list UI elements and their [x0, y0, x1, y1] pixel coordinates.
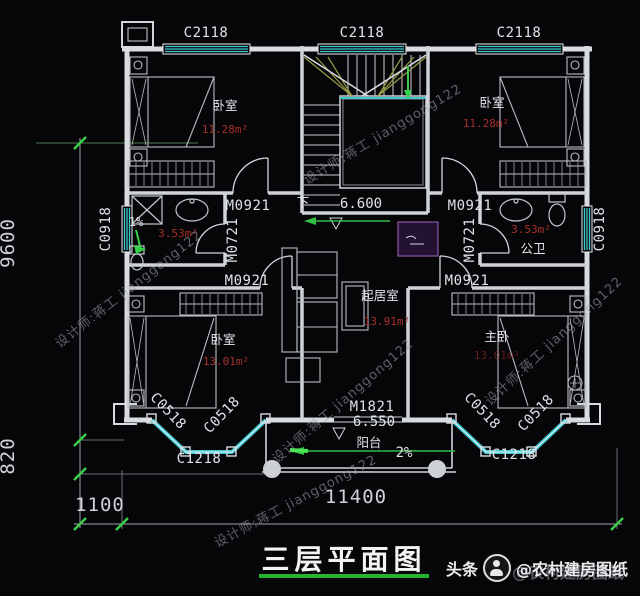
area-living: 13.91m² [364, 315, 410, 328]
area-bedroom-br: 13.01m² [474, 349, 520, 362]
door-label-m0721-left: M0721 [225, 218, 241, 263]
slope-bath-left: 1% [129, 215, 144, 229]
balcony-label: 阳台 [356, 435, 381, 450]
window-label-c0518-lb: C0518 [201, 394, 244, 437]
stairs-down-arrow [404, 90, 412, 100]
balcony-column-left [263, 460, 281, 478]
window-symbols [121, 43, 593, 253]
bathroom-left-fixtures [129, 195, 209, 271]
area-bedroom-tr: 11.28m² [463, 117, 509, 130]
dim-depth-total: 9600 [0, 218, 19, 268]
window-label-c1218-left: C1218 [177, 451, 222, 467]
window-label-c0918-right: C0918 [592, 207, 608, 252]
door-label-m0921-tr: M0921 [448, 198, 493, 214]
chimney [121, 21, 154, 48]
drawing-title: 三层平面图 [261, 543, 427, 576]
balcony-slab [262, 416, 456, 473]
bedroom-tl-furniture [127, 56, 215, 188]
avatar-head [493, 560, 501, 567]
room-label-bedroom-br: 主卧 [484, 329, 509, 344]
window-label-c2118-left: C2118 [184, 25, 229, 41]
door-label-m0921-tl: M0921 [226, 198, 271, 214]
balcony-slope-label: 2% [396, 445, 413, 461]
outer-walls [122, 46, 592, 423]
window-label-c2118-center: C2118 [340, 25, 385, 41]
avatar-body [490, 569, 504, 576]
dimension-lines [36, 138, 622, 529]
stair-level-mark [304, 217, 390, 231]
footer-credit: 头条 @农村建房图纸 @农村建房图纸 [446, 554, 628, 582]
door-label-m1821: M1821 [350, 399, 395, 415]
footer-account-wrap: @农村建房图纸 @农村建房图纸 [512, 556, 629, 582]
bedroom-tr-furniture [499, 56, 587, 188]
balcony-level: 6.550 [353, 414, 395, 430]
footer-platform: 头条 [446, 560, 479, 579]
stairs-down-label: 下 [297, 195, 310, 210]
plant-icon [567, 375, 583, 391]
area-bedroom-bl: 13.01m² [203, 355, 249, 368]
bedroom-bl-furniture [127, 292, 263, 409]
bay-windows [146, 413, 571, 457]
bathroom-left-slope-arrow [134, 229, 146, 254]
dim-width-total: 11400 [325, 486, 387, 508]
door-arcs [195, 157, 510, 289]
window-label-c2118-right: C2118 [497, 25, 542, 41]
area-bedroom-tl: 11.28m² [202, 123, 248, 136]
tv-box [397, 221, 439, 257]
staircase [303, 54, 427, 206]
footer-account: @农村建房图纸 [516, 560, 629, 579]
footer-account-ghost: @农村建房图纸 [512, 563, 625, 582]
stairs-level: 6.600 [340, 196, 382, 212]
room-label-living: 起居室 [361, 288, 399, 303]
window-label-c1218-right: C1218 [492, 447, 537, 463]
title-underline [259, 574, 429, 578]
door-label-m0921-bl: M0921 [225, 273, 270, 289]
door-label-m0721-right: M0721 [462, 218, 478, 263]
living-room-furniture [281, 247, 369, 383]
area-bath-right: 3.53m² [511, 223, 551, 236]
room-label-bedroom-bl: 卧室 [210, 332, 235, 347]
dimension-ticks [73, 136, 624, 531]
balcony-slope-arrow [289, 447, 455, 455]
balcony-column-right [428, 460, 446, 478]
room-label-bedroom-tr: 卧室 [479, 95, 504, 110]
room-label-bath-right: 公卫 [520, 241, 545, 256]
area-bath-left: 3.53m² [158, 227, 198, 240]
publisher-avatar-icon [483, 554, 512, 582]
bathroom-right-fixtures [499, 193, 566, 227]
dim-balcony-depth: 820 [0, 437, 19, 474]
window-label-c0918-left: C0918 [98, 207, 114, 252]
balcony-level-mark [332, 427, 346, 441]
bedroom-br-furniture [451, 292, 587, 409]
window-label-c0518-la: C0518 [147, 390, 190, 433]
room-label-bedroom-tl: 卧室 [212, 98, 237, 113]
corner-brackets [113, 403, 601, 425]
door-label-m0921-br: M0921 [445, 273, 490, 289]
window-label-c0518-rb: C0518 [515, 392, 558, 435]
dim-offset-left: 1100 [75, 494, 125, 516]
